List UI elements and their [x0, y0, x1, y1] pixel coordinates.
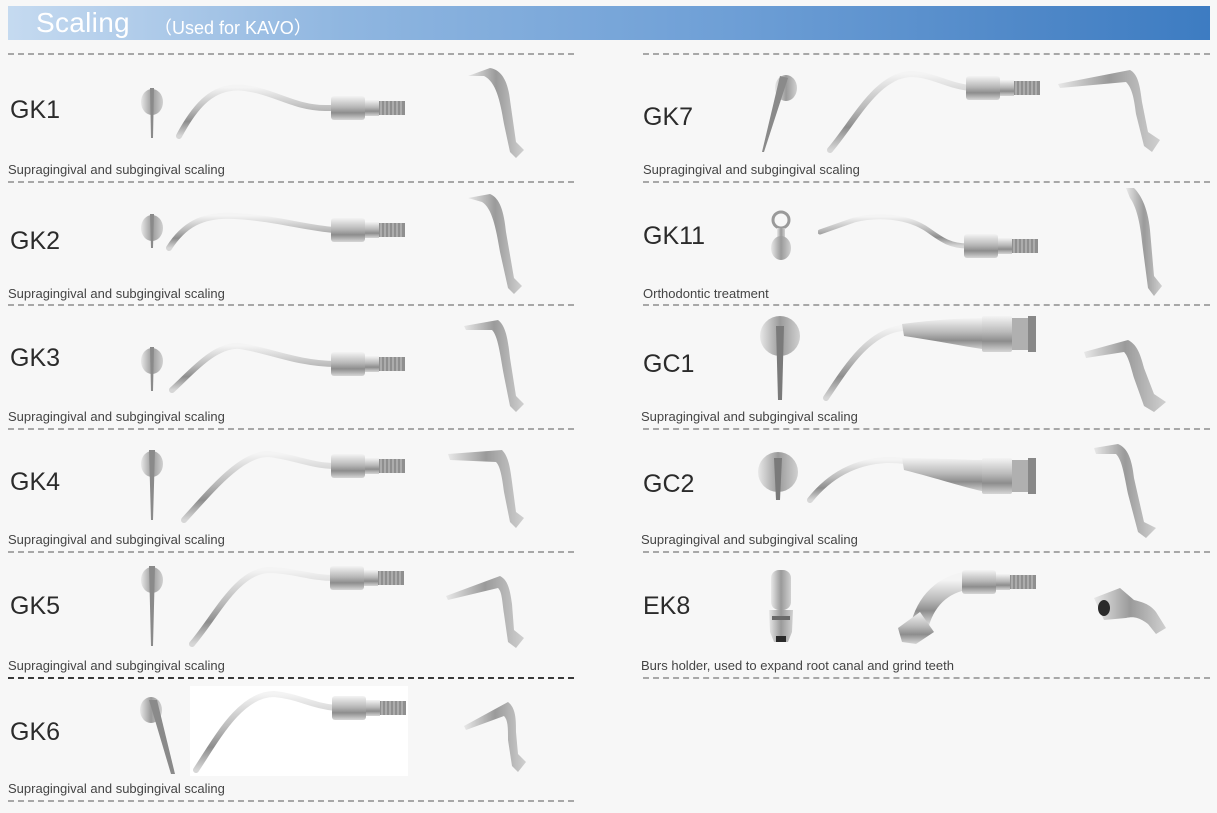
tip-angle-view-icon — [1094, 444, 1156, 538]
tip-angle-view-icon — [446, 576, 524, 648]
divider — [8, 304, 574, 306]
section-subtitle: （Used for KAVO） — [154, 18, 312, 38]
divider — [643, 428, 1210, 430]
tip-angle-view-icon — [1084, 340, 1166, 412]
product-description: Supragingival and subgingival scaling — [641, 409, 858, 424]
tip-side-view-icon — [823, 316, 1036, 401]
tip-angle-view-icon — [468, 194, 522, 294]
tip-front-view-icon — [140, 697, 175, 774]
product-code: GK7 — [643, 103, 694, 131]
tip-side-view-icon — [181, 450, 405, 523]
tip-angle-view-icon — [1094, 588, 1166, 634]
product-code: GK2 — [10, 227, 61, 255]
tip-angle-view-icon — [1058, 70, 1160, 152]
tip-front-view-icon — [141, 450, 163, 520]
tip-angle-view-icon — [468, 68, 524, 158]
tip-angle-view-icon — [1126, 188, 1162, 296]
section-header-banner: Scaling （Used for KAVO） — [8, 6, 1210, 40]
product-code: GC1 — [643, 350, 695, 378]
product-code: EK8 — [643, 592, 691, 620]
tip-angle-view-icon — [464, 320, 524, 412]
tip-side-view-icon — [818, 214, 1038, 258]
product-description: Supragingival and subgingival scaling — [8, 658, 225, 673]
product-code: GC2 — [643, 470, 695, 498]
tip-side-view-icon — [189, 566, 404, 647]
divider — [643, 551, 1210, 553]
tip-front-view-icon — [771, 210, 791, 260]
tip-angle-view-icon — [464, 702, 526, 772]
tip-side-view-icon — [193, 690, 406, 773]
tip-front-view-icon — [762, 75, 797, 152]
tip-side-view-icon — [169, 342, 405, 393]
tip-angle-view-icon — [448, 450, 524, 528]
divider — [643, 181, 1210, 183]
divider — [8, 181, 574, 183]
product-code: GK5 — [10, 592, 61, 620]
product-description: Supragingival and subgingival scaling — [643, 162, 860, 177]
divider — [643, 304, 1210, 306]
divider — [8, 428, 574, 430]
product-description: Supragingival and subgingival scaling — [8, 532, 225, 547]
product-code: GK11 — [643, 222, 706, 250]
product-description: Supragingival and subgingival scaling — [8, 286, 225, 301]
product-description: Supragingival and subgingival scaling — [8, 162, 225, 177]
product-description: Supragingival and subgingival scaling — [641, 532, 858, 547]
tip-front-view-icon — [141, 566, 163, 646]
tip-side-view-icon — [807, 456, 1036, 503]
tip-side-view-icon — [898, 570, 1036, 644]
tip-side-view-icon — [176, 84, 405, 139]
product-code: GK1 — [10, 96, 61, 124]
product-code: GK6 — [10, 718, 61, 746]
product-code: GK3 — [10, 344, 61, 372]
product-description: Burs holder, used to expand root canal a… — [641, 658, 954, 673]
tip-side-view-icon — [166, 212, 405, 251]
product-code: GK4 — [10, 468, 61, 496]
tip-front-view-icon — [141, 214, 163, 248]
divider — [8, 800, 574, 802]
tip-front-view-icon — [760, 316, 800, 400]
divider — [643, 677, 1210, 679]
divider — [8, 551, 574, 553]
divider — [643, 53, 1210, 55]
divider — [8, 53, 574, 55]
product-description: Supragingival and subgingival scaling — [8, 781, 225, 796]
product-description: Supragingival and subgingival scaling — [8, 409, 225, 424]
tip-front-view-icon — [758, 452, 798, 500]
section-title: Scaling — [36, 7, 130, 38]
tip-front-view-icon — [769, 570, 793, 642]
tip-front-view-icon — [141, 88, 163, 138]
product-description: Orthodontic treatment — [643, 286, 769, 301]
divider — [8, 677, 574, 679]
tip-front-view-icon — [141, 347, 163, 391]
tip-side-view-icon — [827, 70, 1040, 153]
